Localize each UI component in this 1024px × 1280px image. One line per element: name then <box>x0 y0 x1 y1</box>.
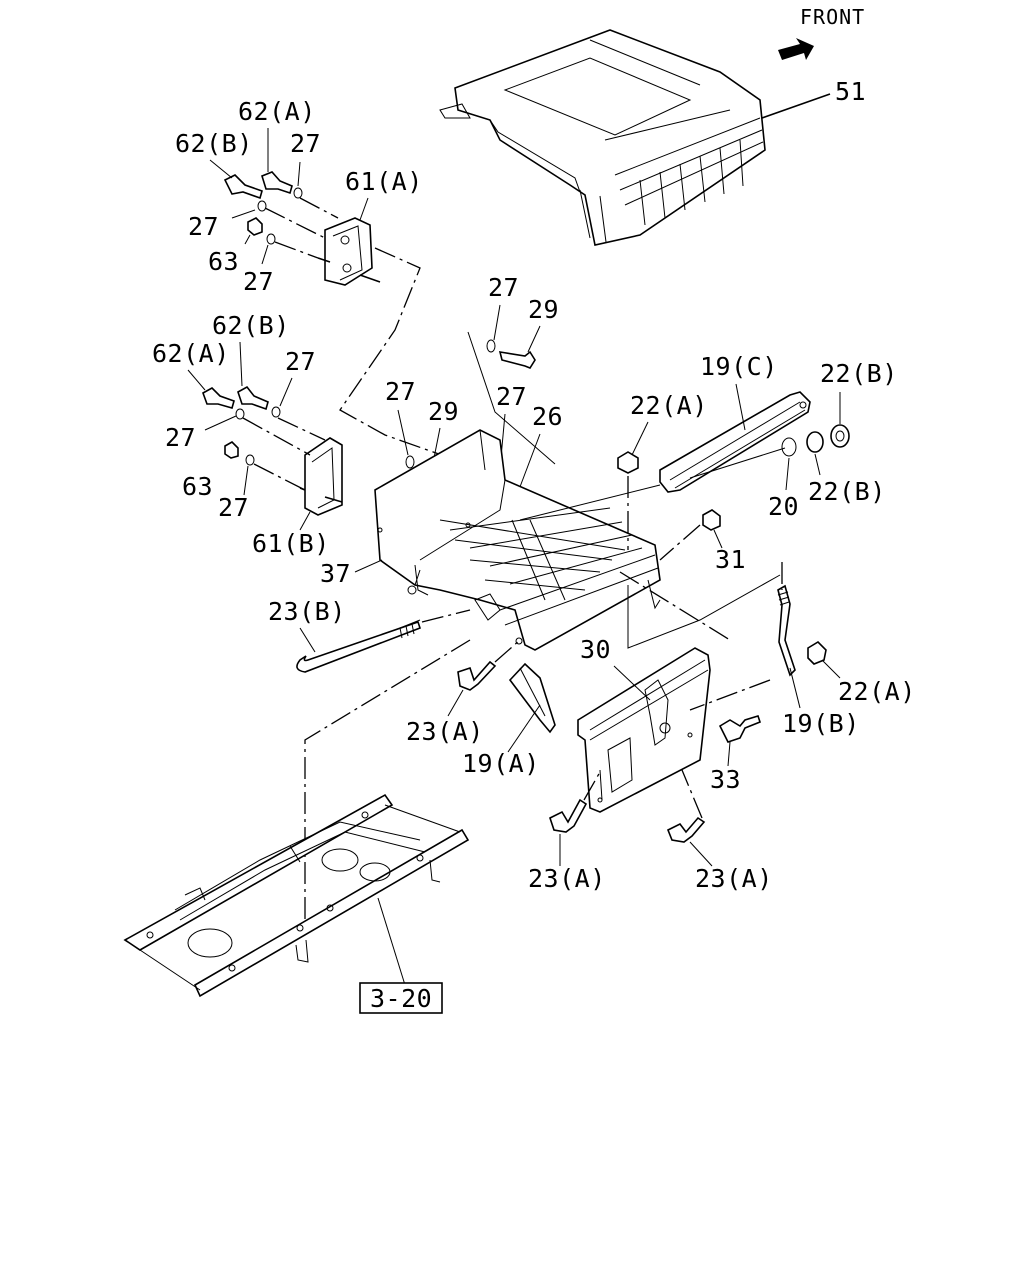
battery-tray-37 <box>374 429 661 651</box>
holder-plate-30 <box>577 647 711 813</box>
label-23b: 23(B) <box>268 597 346 626</box>
washer-27 <box>266 233 276 245</box>
clamp-bar-19c <box>659 391 811 493</box>
label-33: 33 <box>710 765 741 794</box>
battery-cover <box>439 29 766 246</box>
bolt-62b-low <box>237 385 269 411</box>
chassis-frame <box>123 793 470 998</box>
label-23a-mid: 23(A) <box>406 717 484 746</box>
label-51: 51 <box>835 77 866 106</box>
label-22b-top: 22(B) <box>820 359 898 388</box>
label-20: 20 <box>768 492 799 521</box>
label-27-t3: 27 <box>243 267 274 296</box>
clamp-rod-19a <box>508 662 556 734</box>
bolt-29 <box>498 350 536 369</box>
label-61b: 61(B) <box>252 529 330 558</box>
label-27-t1: 27 <box>290 129 321 158</box>
label-37: 37 <box>320 559 351 588</box>
label-29-mid: 29 <box>528 295 559 324</box>
label-61a: 61(A) <box>345 167 423 196</box>
washer-27 <box>486 339 496 353</box>
label-23a-low2: 23(A) <box>695 864 773 893</box>
nut-22b <box>806 431 824 453</box>
label-19c: 19(C) <box>700 352 778 381</box>
bolt-23a <box>666 816 706 843</box>
leader-51 <box>761 93 831 119</box>
reference-box-label: 3-20 <box>370 984 432 1013</box>
front-arrow-icon <box>778 38 814 60</box>
label-63-low: 63 <box>182 472 213 501</box>
bracket-61b <box>299 437 343 516</box>
label-19b: 19(B) <box>782 709 860 738</box>
washer-27 <box>257 200 267 212</box>
washer-27 <box>293 187 303 199</box>
nut-31 <box>702 509 721 531</box>
label-62b-top: 62(B) <box>175 129 253 158</box>
washer-27 <box>235 408 245 420</box>
nut-22b <box>830 424 850 448</box>
washer-27 <box>271 406 281 418</box>
label-62a-top: 62(A) <box>238 97 316 126</box>
hook-rod-23b <box>296 619 422 673</box>
bolt-62b-top <box>223 174 263 200</box>
bolt-62a-top <box>261 171 293 195</box>
label-30: 30 <box>580 635 611 664</box>
label-27-l3: 27 <box>385 377 416 406</box>
label-27-l4: 27 <box>496 382 527 411</box>
clamp-rod-19b <box>777 584 796 677</box>
label-29-low: 29 <box>428 397 459 426</box>
label-27-t2: 27 <box>188 212 219 241</box>
label-22a-right: 22(A) <box>838 677 916 706</box>
label-19a: 19(A) <box>462 749 540 778</box>
nut-63 <box>247 217 263 236</box>
nut-22a <box>807 640 827 665</box>
washer-27 <box>245 454 255 466</box>
label-27-l1: 27 <box>285 347 316 376</box>
label-31: 31 <box>715 545 746 574</box>
bolt-23a <box>457 660 497 691</box>
label-26: 26 <box>532 402 563 431</box>
label-63-top: 63 <box>208 247 239 276</box>
label-27-l5: 27 <box>218 493 249 522</box>
bolt-33 <box>718 715 761 743</box>
washer-27 <box>405 455 415 469</box>
reference-box <box>359 982 443 1014</box>
nut-63 <box>224 441 239 459</box>
label-23a-low1: 23(A) <box>528 864 606 893</box>
bracket-61a <box>317 217 381 286</box>
nut-22a <box>617 451 639 474</box>
bolt-62a-low <box>202 387 235 409</box>
label-22a-top: 22(A) <box>630 391 708 420</box>
label-62a-low: 62(A) <box>152 339 230 368</box>
label-62b-low: 62(B) <box>212 311 290 340</box>
front-label: FRONT <box>800 5 865 29</box>
label-22b-low: 22(B) <box>808 477 886 506</box>
bolt-23a <box>549 798 588 833</box>
washer-20 <box>781 437 797 457</box>
label-27-mid: 27 <box>488 273 519 302</box>
label-27-l2: 27 <box>165 423 196 452</box>
